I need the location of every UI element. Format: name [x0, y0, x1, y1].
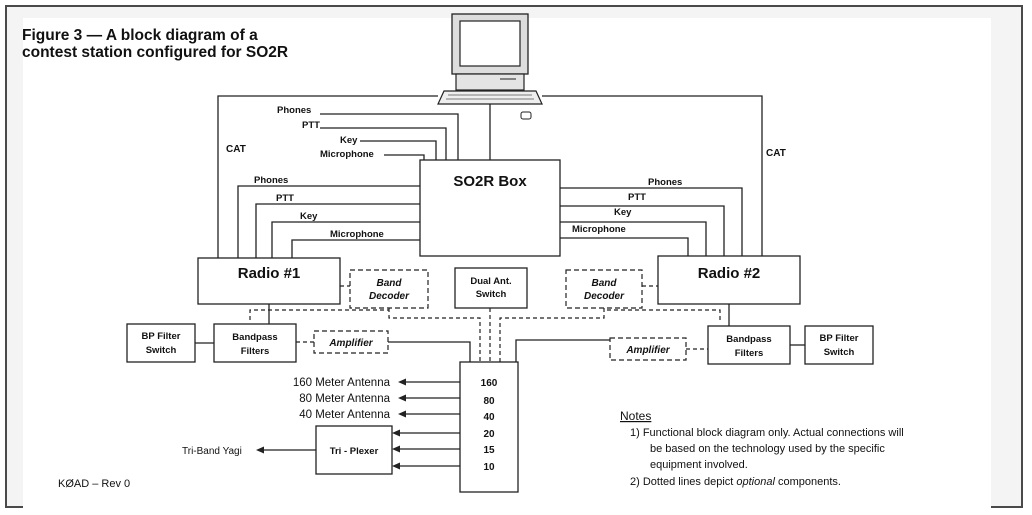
- decoder1-bus-line: [388, 308, 481, 362]
- cat-label-left: CAT: [226, 144, 246, 155]
- bp-filter-switch-1-line2: Switch: [146, 345, 177, 356]
- antenna-arrows: [256, 378, 460, 470]
- bp-filter-switch-2-line2: Switch: [824, 347, 855, 358]
- band-160-label: 160: [481, 378, 498, 389]
- bandpass-filters-2-line2: Filters: [735, 348, 764, 359]
- so2r-label: SO2R Box: [453, 173, 527, 190]
- top-phones-line: [320, 113, 459, 160]
- bandpass-filters-1-line1: Bandpass: [232, 332, 277, 343]
- cat-label-right: CAT: [766, 148, 786, 159]
- left-mic-label: Microphone: [330, 229, 384, 240]
- amplifier-2-label: Amplifier: [625, 345, 670, 356]
- band-decoder-1-label-line1: Band: [377, 278, 403, 289]
- left-phones-label: Phones: [254, 175, 288, 186]
- band-decoder-2-box: [565, 269, 643, 309]
- note-1-line1: 1) Functional block diagram only. Actual…: [630, 427, 904, 439]
- left-phones-line: [237, 185, 420, 258]
- band-10-label: 10: [483, 462, 495, 473]
- tri-band-yagi-label: Tri-Band Yagi: [182, 446, 242, 457]
- antenna-40-label: 40 Meter Antenna: [299, 409, 390, 421]
- right-ptt-line: [560, 205, 725, 258]
- bp-filter-switch-2-box: [804, 325, 874, 365]
- cat-line-right: [542, 95, 763, 258]
- top-mic-line: [384, 154, 425, 160]
- band-80-label: 80: [483, 396, 495, 407]
- amplifier-2-box: [609, 337, 687, 361]
- figure-title: Figure 3 — A block diagram of a contest …: [22, 27, 289, 61]
- band-decoder-2-label-line1: Band: [592, 278, 618, 289]
- dual-ant-switch-label-line1: Dual Ant.: [470, 276, 511, 287]
- right-phones-label: Phones: [648, 177, 682, 188]
- left-key-line: [271, 221, 420, 258]
- computer-icon: [437, 13, 543, 120]
- top-key-line: [360, 140, 437, 160]
- bp-filter-switch-1-box: [126, 323, 196, 363]
- band-switch-box: [459, 361, 519, 493]
- decoder2-filter-line: [604, 309, 721, 320]
- amp2-switch-line: [515, 339, 610, 362]
- decoder2-bus-line: [499, 308, 605, 362]
- radio-2-label: Radio #2: [698, 265, 761, 282]
- right-ptt-label: PTT: [628, 192, 646, 203]
- bandpass-filters-1-box: [213, 323, 297, 363]
- band-decoder-2-label-line2: Decoder: [584, 291, 625, 302]
- right-mic-line: [560, 237, 689, 258]
- amp1-switch-line: [388, 341, 471, 362]
- antenna-160-label: 160 Meter Antenna: [293, 377, 391, 389]
- left-mic-line: [291, 239, 420, 258]
- left-key-label: Key: [300, 211, 318, 222]
- decoder1-filter-line: [249, 309, 389, 320]
- dual-ant-switch-box: [454, 267, 528, 309]
- bandpass-filters-2-line1: Bandpass: [726, 334, 771, 345]
- cat-line-left: [217, 95, 438, 258]
- top-key-label: Key: [340, 135, 358, 146]
- note-1-line2: be based on the technology used by the s…: [650, 443, 885, 455]
- top-mic-label: Microphone: [320, 149, 374, 160]
- dual-ant-switch-label-line2: Switch: [476, 289, 507, 300]
- so2r-box: [419, 159, 561, 257]
- bandpass-filters-1-line2: Filters: [241, 346, 270, 357]
- right-mic-label: Microphone: [572, 224, 626, 235]
- left-ptt-line: [255, 203, 420, 258]
- top-phones-label: Phones: [277, 105, 311, 116]
- right-phones-line: [560, 187, 743, 258]
- bp-filter-switch-2-line1: BP Filter: [820, 333, 859, 344]
- left-ptt-label: PTT: [276, 193, 294, 204]
- note-2: 2) Dotted lines depict optional componen…: [630, 476, 841, 488]
- band-decoder-1-label-line2: Decoder: [369, 291, 410, 302]
- bandpass-filters-2-box: [707, 325, 791, 365]
- note-1-line3: equipment involved.: [650, 459, 748, 471]
- antenna-80-label: 80 Meter Antenna: [299, 393, 390, 405]
- bp-filter-switch-1-line1: BP Filter: [142, 331, 181, 342]
- amplifier-1-label: Amplifier: [328, 338, 373, 349]
- band-20-label: 20: [483, 429, 495, 440]
- band-40-label: 40: [483, 412, 495, 423]
- top-ptt-line: [320, 127, 447, 160]
- triplexer-box: [315, 425, 393, 475]
- right-key-label: Key: [614, 207, 632, 218]
- band-15-label: 15: [483, 445, 495, 456]
- triplexer-label: Tri - Plexer: [330, 446, 379, 457]
- band-decoder-1-box: [349, 269, 429, 309]
- credit-label: KØAD – Rev 0: [58, 478, 130, 490]
- radio-1-label: Radio #1: [238, 265, 301, 282]
- top-ptt-label: PTT: [302, 120, 320, 131]
- notes-heading: Notes: [620, 409, 651, 423]
- right-key-line: [560, 221, 707, 258]
